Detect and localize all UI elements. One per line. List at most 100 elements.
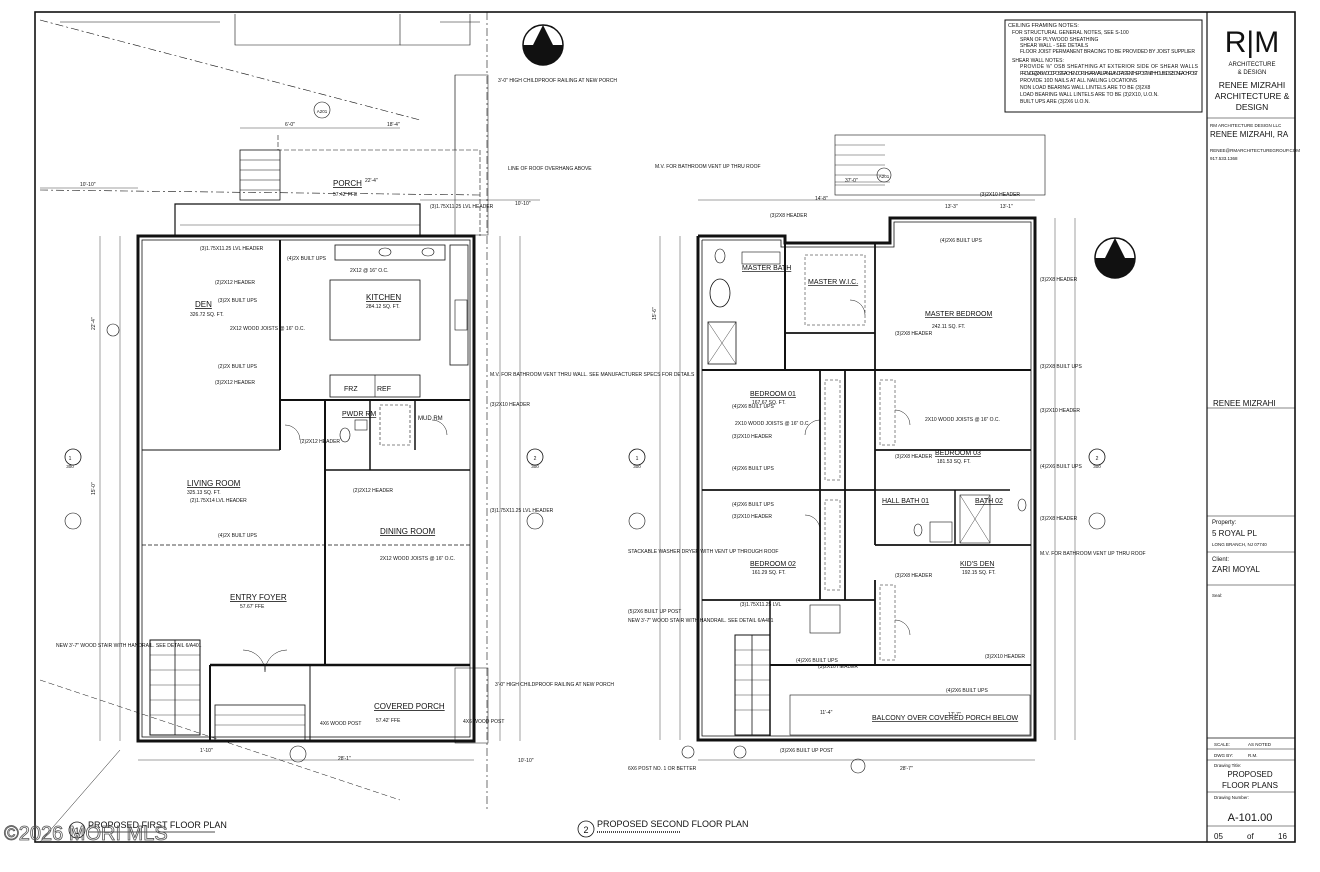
svg-text:AS NOTED: AS NOTED — [1248, 742, 1272, 747]
svg-text:(4)2X BUILT UPS: (4)2X BUILT UPS — [218, 533, 258, 539]
svg-text:2X10 WOOD JOISTS @ 16" O.C.: 2X10 WOOD JOISTS @ 16" O.C. — [925, 417, 1000, 423]
svg-text:917.533.1368: 917.533.1368 — [1210, 156, 1238, 161]
svg-text:NEW 3'-7" WOOD STAIR WITH HAND: NEW 3'-7" WOOD STAIR WITH HANDRAIL. SEE … — [56, 643, 202, 649]
svg-text:SCALE:: SCALE: — [1214, 742, 1230, 747]
svg-text:RENEE MIZRAHI, RA: RENEE MIZRAHI, RA — [1210, 130, 1289, 139]
svg-text:(3)2X10 HEADER: (3)2X10 HEADER — [1040, 408, 1080, 414]
svg-text:FOR STRUCTURAL GENERAL NOTES,: FOR STRUCTURAL GENERAL NOTES, SEE S-100 — [1012, 30, 1129, 36]
svg-text:(2)1.75X14 LVL HEADER: (2)1.75X14 LVL HEADER — [190, 498, 247, 504]
svg-text:2X12 @ 16" O.C.: 2X12 @ 16" O.C. — [350, 268, 389, 274]
svg-text:ARCHITECTURE &: ARCHITECTURE & — [1215, 91, 1290, 101]
svg-text:57.67' FFE: 57.67' FFE — [240, 604, 265, 610]
svg-text:3'-0" HIGH CHILDPROOF RAILING: 3'-0" HIGH CHILDPROOF RAILING AT NEW POR… — [498, 78, 617, 84]
svg-text:Drawing Number:: Drawing Number: — [1214, 795, 1249, 800]
svg-text:FLOOR PLANS: FLOOR PLANS — [1222, 781, 1278, 790]
room-den: DEN — [195, 300, 212, 309]
svg-text:STACKABLE WASHER DRYER WITH VE: STACKABLE WASHER DRYER WITH VENT UP THRO… — [628, 549, 778, 555]
svg-text:M.V. FOR BATHROOM VENT UP THRU: M.V. FOR BATHROOM VENT UP THRU ROOF — [655, 164, 761, 170]
svg-text:2X12 WOOD JOISTS @ 16" O.C.: 2X12 WOOD JOISTS @ 16" O.C. — [380, 556, 455, 562]
room-living: LIVING ROOM — [187, 479, 241, 488]
svg-text:of: of — [1247, 832, 1254, 841]
svg-text:6'-0": 6'-0" — [285, 122, 295, 128]
svg-text:RM ARCHITECTURE DESIGN LLC: RM ARCHITECTURE DESIGN LLC — [1210, 123, 1282, 128]
svg-text:(2)2X12 HEADER: (2)2X12 HEADER — [215, 280, 255, 286]
second-floor-plan — [628, 134, 1106, 774]
north-arrow-icon — [1094, 237, 1136, 279]
first-floor-labels: PORCH 57.42' FFE DEN 326.72 SQ. FT. KITC… — [56, 78, 695, 839]
svg-text:RENEE MIZRAHI: RENEE MIZRAHI — [1213, 399, 1276, 408]
svg-text:(3)2X8 HEADER: (3)2X8 HEADER — [770, 213, 808, 219]
svg-text:11'-4": 11'-4" — [820, 710, 833, 716]
svg-text:57.42' FFE: 57.42' FFE — [376, 718, 401, 724]
room-bedroom-01: BEDROOM 01 — [750, 391, 796, 398]
room-bath-02: BATH 02 — [975, 498, 1003, 505]
svg-text:(3)2X8 HEADER: (3)2X8 HEADER — [895, 454, 933, 460]
room-master-wic: MASTER W.I.C. — [808, 279, 858, 286]
sheet-border — [34, 11, 1296, 843]
svg-text:1'-10": 1'-10" — [200, 748, 213, 754]
svg-text:(5)2X6 BUILT UP POST: (5)2X6 BUILT UP POST — [628, 609, 681, 615]
room-hall-bath: HALL BATH 01 — [882, 498, 929, 505]
svg-text:(4)2X6 BUILT UPS: (4)2X6 BUILT UPS — [796, 658, 838, 664]
room-master-bedroom: MASTER BEDROOM — [925, 311, 992, 318]
svg-text:16: 16 — [1278, 832, 1287, 841]
svg-text:(3)1.75X11.25 LVL HEADER: (3)1.75X11.25 LVL HEADER — [490, 508, 554, 514]
svg-text:(3)2X6 BUILT UP POST: (3)2X6 BUILT UP POST — [780, 748, 833, 754]
svg-text:192.15 SQ. FT.: 192.15 SQ. FT. — [962, 570, 996, 576]
svg-text:2X10 WOOD JOISTS @ 16" O.C.: 2X10 WOOD JOISTS @ 16" O.C. — [735, 421, 810, 427]
svg-text:325.13 SQ. FT.: 325.13 SQ. FT. — [187, 490, 221, 496]
svg-text:BUILT UPS ARE (3)2X6 U.O.N.: BUILT UPS ARE (3)2X6 U.O.N. — [1020, 99, 1090, 105]
svg-text:2X12 WOOD JOISTS @ 16" O.C.: 2X12 WOOD JOISTS @ 16" O.C. — [230, 326, 305, 332]
svg-text:SHEAR WALL NOTES:: SHEAR WALL NOTES: — [1012, 58, 1064, 64]
svg-text:PROVIDE 10D NAILS AT ALL NAILI: PROVIDE 10D NAILS AT ALL NAILING LOCATIO… — [1020, 78, 1138, 84]
svg-text:(3)2X10 HEADER: (3)2X10 HEADER — [985, 654, 1025, 660]
svg-text:(3)2X10 HEADER: (3)2X10 HEADER — [980, 192, 1020, 198]
sheet-number: 05 — [1214, 832, 1223, 841]
svg-text:(4)2X6 BUILT UPS: (4)2X6 BUILT UPS — [946, 688, 988, 694]
svg-text:2: 2 — [583, 825, 588, 835]
svg-text:22'-4": 22'-4" — [91, 317, 97, 330]
svg-text:ARCHITECTURE: ARCHITECTURE — [1228, 62, 1275, 68]
svg-text:57.42' FFE: 57.42' FFE — [333, 192, 358, 198]
svg-text:(3)2X12 HEADER: (3)2X12 HEADER — [215, 380, 255, 386]
svg-text:Client:: Client: — [1212, 557, 1229, 563]
svg-text:181.53 SQ. FT.: 181.53 SQ. FT. — [937, 459, 971, 465]
svg-text:1: 1 — [636, 456, 639, 462]
svg-text:2: 2 — [1096, 456, 1099, 462]
svg-text:DWG BY:: DWG BY: — [1214, 753, 1233, 758]
svg-text:1: 1 — [74, 826, 79, 836]
svg-text:(3)2X10 HEADER: (3)2X10 HEADER — [490, 402, 530, 408]
svg-text:15'-0": 15'-0" — [91, 482, 97, 495]
room-entry: ENTRY FOYER — [230, 593, 287, 602]
svg-text:(3)2X8 HEADER: (3)2X8 HEADER — [1040, 277, 1078, 283]
svg-text:10'-10": 10'-10" — [518, 758, 534, 764]
svg-text:(3)1.75X11.25 LVL HEADER: (3)1.75X11.25 LVL HEADER — [200, 246, 264, 252]
svg-text:300: 300 — [633, 464, 641, 469]
svg-text:10'-10": 10'-10" — [515, 201, 531, 207]
svg-text:(3)2X10 HEADER: (3)2X10 HEADER — [818, 664, 858, 670]
svg-text:1: 1 — [69, 456, 72, 462]
svg-text:4X6 WOOD POST: 4X6 WOOD POST — [463, 719, 504, 725]
svg-text:161.29 SQ. FT.: 161.29 SQ. FT. — [752, 570, 786, 576]
svg-text:6X6 POST NO. 1 OR BETTER: 6X6 POST NO. 1 OR BETTER — [628, 766, 697, 772]
svg-text:(3)2X8 HEADER: (3)2X8 HEADER — [895, 573, 933, 579]
svg-text:(3)1.75X11.25 LVL: (3)1.75X11.25 LVL — [740, 602, 781, 608]
svg-text:M.V. FOR BATHROOM VENT THRU WA: M.V. FOR BATHROOM VENT THRU WALL. SEE MA… — [490, 372, 695, 378]
room-porch: PORCH — [333, 179, 362, 188]
first-floor-title: PROPOSED FIRST FLOOR PLAN — [88, 820, 227, 830]
svg-text:Drawing Title:: Drawing Title: — [1214, 763, 1241, 768]
svg-text:326.72 SQ. FT.: 326.72 SQ. FT. — [190, 312, 224, 318]
north-arrow-icon — [522, 24, 564, 66]
svg-text:(3)2X8 HEADER: (3)2X8 HEADER — [1040, 516, 1078, 522]
svg-text:A201: A201 — [317, 109, 328, 114]
room-bedroom-02: BEDROOM 02 — [750, 561, 796, 568]
svg-text:Property:: Property: — [1212, 520, 1237, 526]
framing-notes: CEILING FRAMING NOTES: FOR STRUCTURAL GE… — [1004, 19, 1203, 113]
svg-text:10'-10": 10'-10" — [80, 182, 96, 188]
svg-text:(4)2X6 BUILT UPS: (4)2X6 BUILT UPS — [940, 238, 982, 244]
room-kids-den: KID'S DEN — [960, 561, 994, 568]
svg-text:RENEE@RMARCHITECTUREGROUP.COM: RENEE@RMARCHITECTUREGROUP.COM — [1210, 148, 1300, 153]
room-bedroom-03: BEDROOM 03 — [935, 450, 981, 457]
svg-text:LONG BRANCH, NJ 07740: LONG BRANCH, NJ 07740 — [1212, 542, 1267, 547]
